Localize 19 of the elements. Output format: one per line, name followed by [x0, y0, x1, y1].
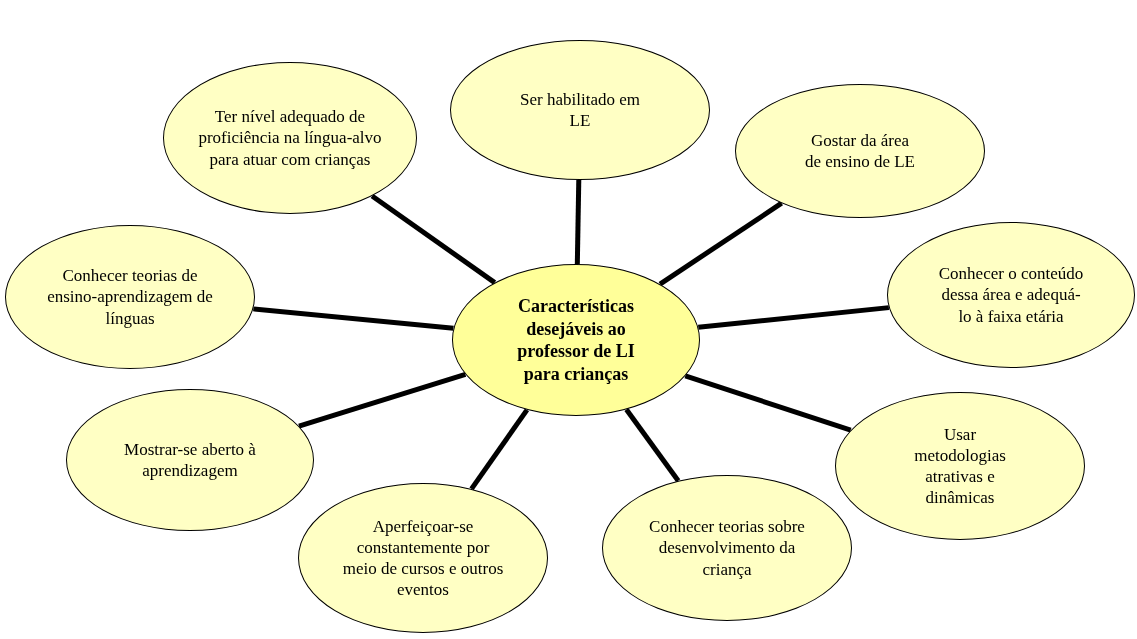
topic-text: Usar metodologias atrativas e dinâmicas: [913, 423, 1007, 509]
connector-line: [298, 372, 467, 429]
connector-line: [658, 201, 783, 287]
connector-line: [684, 373, 852, 433]
topic-text: Conhecer teorias sobre desenvolvimento da criança: [648, 516, 806, 580]
connector-line: [370, 193, 497, 285]
topic-text: Ser habilitado em LE: [519, 88, 641, 132]
topic-text: Conhecer o conteúdo dessa área e adequá-lo à faixa etária: [937, 263, 1085, 327]
topic-text: Ter nível adequado de proficiência na língua-alvo para atuar com crianças: [197, 106, 383, 170]
topic-text: Gostar da área de ensino de LE: [805, 129, 915, 173]
connector-line: [469, 408, 530, 491]
topic-text: Conhecer teorias de ensino-aprendizagem de línguas: [46, 265, 214, 329]
topic-text: Aperfeiçoar-se constantemente por meio de cursos e outros eventos: [341, 515, 505, 601]
connector-line: [698, 305, 890, 330]
central-topic-text: Características desejáveis ao professor de LI para crianças: [516, 295, 636, 385]
connector-line: [253, 306, 454, 331]
topic-text: Mostrar-se aberto à aprendizagem: [123, 438, 257, 482]
connector-line: [574, 179, 582, 265]
connector-line: [624, 407, 681, 483]
